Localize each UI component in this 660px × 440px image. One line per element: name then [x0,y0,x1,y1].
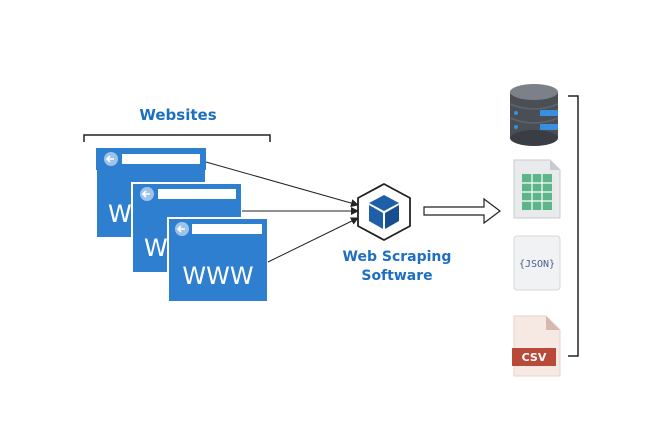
back-arrow-icon [104,152,118,166]
back-arrow-icon [175,222,189,236]
csv-file-label: CSV [522,351,547,364]
software-label-line2: Software [361,268,432,284]
json-file-label: {JSON} [519,259,555,270]
csv-file-icon: CSV [512,315,561,377]
website-window-2-text: W [144,234,168,262]
website-window-3-text: WWW [182,262,253,290]
website-window-1-text: W [108,200,132,228]
connector-arrow-1 [205,161,359,207]
output-arrow [423,197,501,225]
database-icon [509,84,559,146]
connector-arrow-3 [267,217,359,263]
website-window-3: WWW [167,217,269,303]
back-arrow-icon [140,187,154,201]
cube-icon [357,182,411,242]
websites-title: Websites [139,106,216,124]
spreadsheet-icon [513,159,561,219]
outputs-brace [568,95,579,357]
software-label-line1: Web Scraping [343,249,452,265]
websites-brace [83,134,271,142]
json-file-icon: {JSON} [513,235,561,291]
